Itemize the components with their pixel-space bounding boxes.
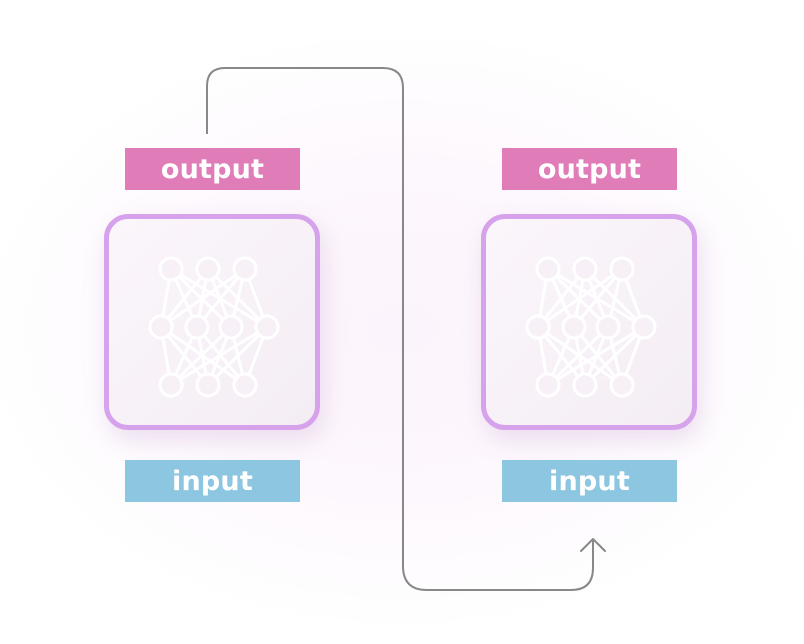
nn-node [535,372,561,398]
nn-node [232,372,258,398]
nn-connection [547,325,645,387]
right-output-text: output [537,153,642,185]
nn-node [595,314,621,340]
nn-node [195,372,221,398]
nn-connection [195,268,247,328]
nn-connection [206,325,269,387]
nn-node [631,314,657,340]
arrow-up-icon [580,538,606,552]
nn-node [184,314,210,340]
nn-connection [160,267,246,329]
left-output-label: output [125,148,300,190]
nn-node [572,372,598,398]
connector-line [206,67,594,591]
right-input-text: input [549,465,630,497]
nn-node [609,372,635,398]
nn-connection [169,325,233,387]
left-model-box [104,214,320,430]
nn-node [254,314,280,340]
neural-network-icon [525,256,657,398]
nn-node [525,314,551,340]
nn-node [148,314,174,340]
nn-node [158,372,184,398]
nn-node [158,256,184,282]
nn-connection [572,268,624,328]
left-output-text: output [160,153,265,185]
nn-node [195,256,221,282]
left-input-label: input [125,460,300,502]
right-output-label: output [502,148,677,190]
nn-node [572,256,598,282]
nn-node [561,314,587,340]
right-input-label: input [502,460,677,502]
nn-connection [583,325,646,387]
nn-connection [170,325,268,387]
nn-node [609,256,635,282]
right-model-box [481,214,697,430]
nn-node [232,256,258,282]
left-input-text: input [172,465,253,497]
nn-node [218,314,244,340]
nn-connection [546,325,610,387]
nn-node [535,256,561,282]
neural-network-icon [148,256,280,398]
nn-connection [537,267,623,329]
